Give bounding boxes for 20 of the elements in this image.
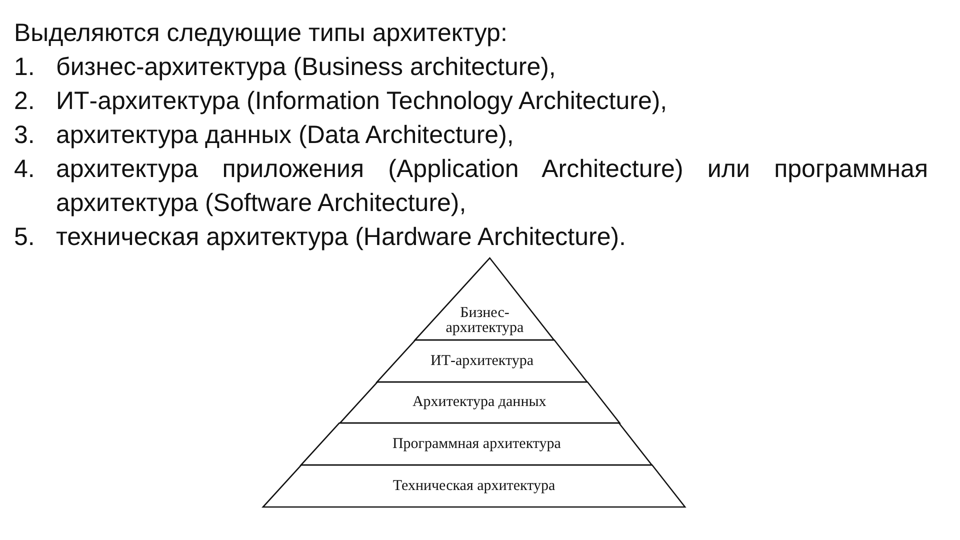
pyramid-level	[376, 340, 588, 382]
level-label: ИТ-архитектура	[430, 354, 534, 368]
pyramid-level	[301, 423, 652, 465]
level-label: Архитектура данных	[412, 395, 546, 410]
list-heading: Выделяются следующие типы архитектур:	[14, 18, 508, 49]
pyramid-level	[415, 258, 554, 340]
list-item-text: техническая архитектура (Hardware Architecture).	[56, 222, 628, 253]
list-item-text: бизнес-архитектура (Business architecture),	[56, 52, 557, 83]
list-number: 1.	[14, 52, 36, 83]
level-label: Техническая архитектура	[392, 478, 556, 494]
list-item-text: архитектура данных (Data Architecture),	[56, 120, 515, 151]
level-label: Программная архитектура	[392, 436, 561, 452]
pyramid-level	[263, 465, 685, 507]
list-number: 4.	[14, 154, 36, 185]
pyramid-level	[340, 382, 620, 423]
level-label: Бизнес- архитектура	[444, 306, 525, 336]
list-number: 3.	[14, 120, 36, 151]
list-number: 5.	[14, 222, 36, 253]
list-item-text: ИТ-архитектура (Information Technology Architecture),	[56, 86, 668, 117]
list-number: 2.	[14, 86, 36, 117]
